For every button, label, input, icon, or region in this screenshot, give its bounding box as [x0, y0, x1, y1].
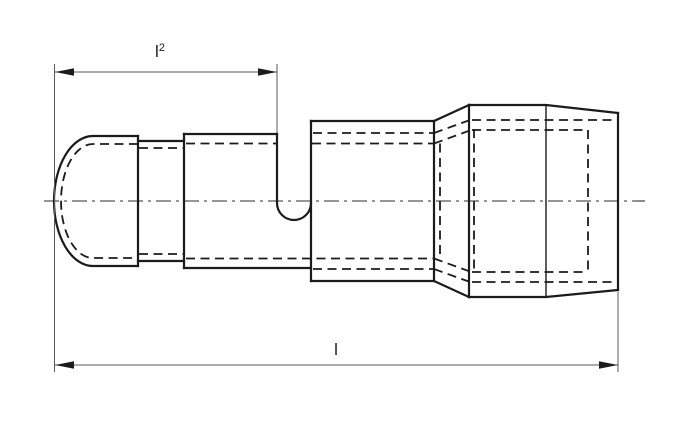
sleeve-outline: [309, 119, 436, 283]
l2-superscript: 2: [159, 42, 165, 54]
u-slot-outline: [275, 132, 313, 222]
sleeve-hidden-lines: [313, 132, 434, 270]
cap-hidden-lines: [472, 119, 614, 283]
bullet-tip-hidden-contour: [60, 143, 138, 259]
dimension-l: l: [55, 292, 619, 372]
cap-outline: [467, 103, 620, 299]
cone-hidden-slopes: [433, 119, 475, 283]
insulation-sleeve: [309, 119, 436, 283]
arrowhead-left-l: [55, 361, 74, 369]
transition-cone: [432, 103, 475, 299]
dimension-l2-label: l2: [155, 42, 165, 61]
arrowhead-left-l2: [55, 68, 74, 76]
neck-hidden-lines: [139, 147, 184, 255]
end-cap: [467, 103, 620, 299]
l2-base: l: [155, 42, 159, 61]
cap-hidden-edges: [473, 129, 589, 273]
barrel-outline: [182, 132, 313, 270]
cone-outline: [432, 103, 471, 299]
dimension-l2: l2: [54, 42, 278, 372]
arrowhead-right-l: [599, 361, 618, 369]
arrowhead-right-l2: [258, 68, 277, 76]
dimension-l-label: l: [334, 340, 338, 359]
neck-outline: [136, 139, 186, 263]
neck-groove: [136, 132, 186, 270]
